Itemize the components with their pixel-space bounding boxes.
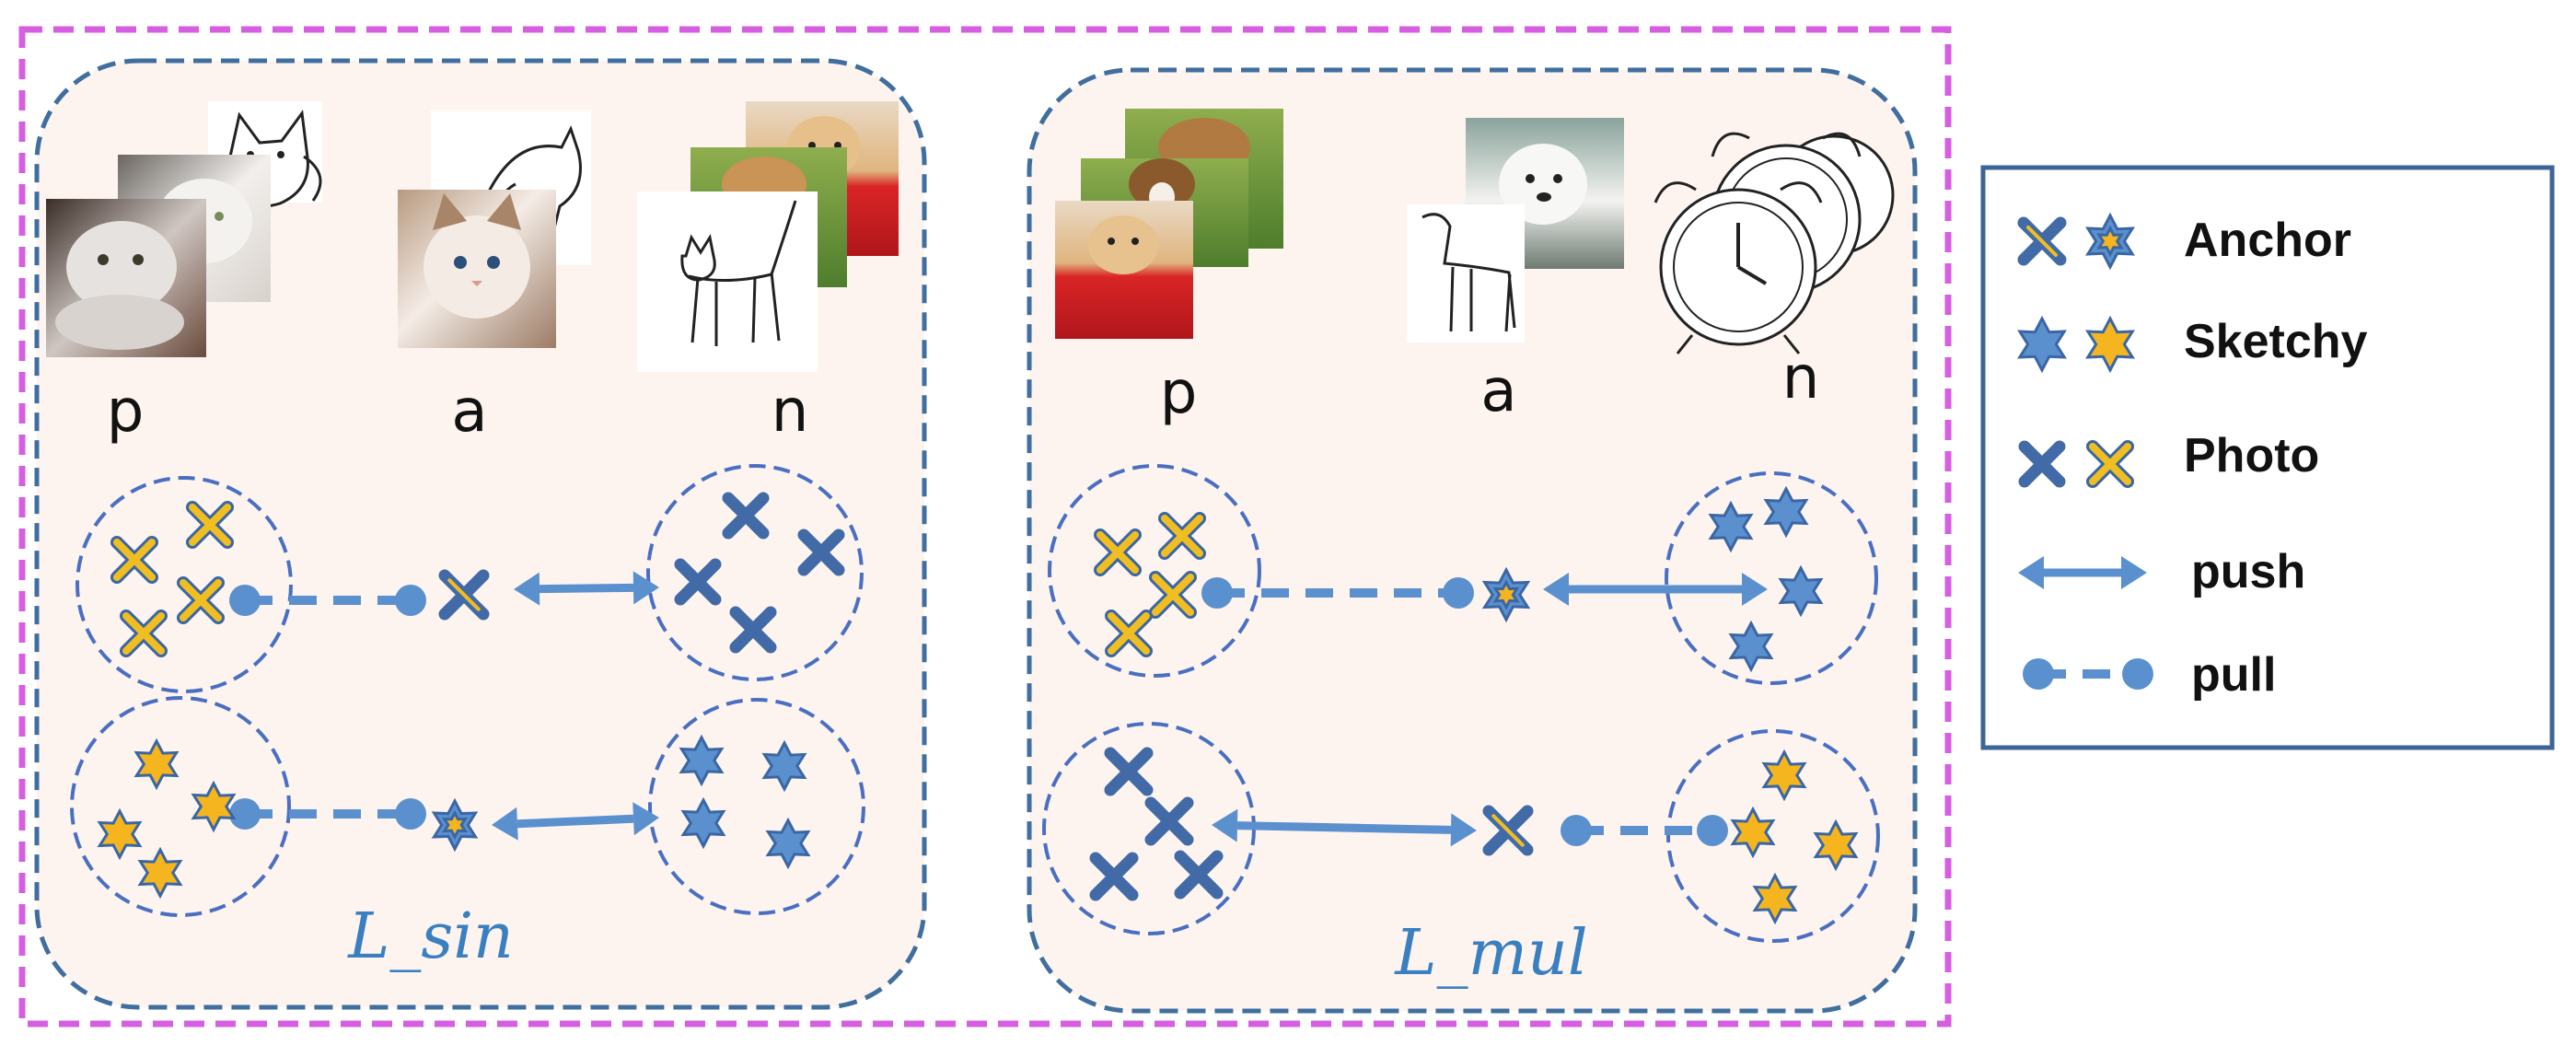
negative-label: n bbox=[1782, 344, 1820, 412]
push-connector bbox=[2018, 556, 2147, 589]
negative-photo-cross bbox=[729, 606, 777, 654]
positive-sketchy-star bbox=[97, 807, 143, 861]
legend-label-sketchy: Sketchy bbox=[2184, 315, 2368, 368]
negative-sketchy-star bbox=[679, 734, 725, 787]
anchor-image-stack-dog bbox=[1407, 118, 1624, 343]
negative-sketchy-star bbox=[1708, 500, 1754, 553]
negative-label: n bbox=[772, 377, 809, 446]
push-connector bbox=[492, 802, 659, 841]
pull-connector bbox=[1201, 577, 1474, 609]
negative-photo-cross bbox=[674, 558, 722, 606]
photo-ragdoll-cat bbox=[398, 190, 556, 348]
positive-image-stack-dog bbox=[1055, 109, 1283, 339]
positive-sketchy-star bbox=[137, 846, 183, 900]
negative-sketchy-star-yellow bbox=[1761, 749, 1807, 802]
positive-photo-cross-dark bbox=[1089, 852, 1139, 901]
negative-photo-cross bbox=[797, 528, 845, 576]
connector-layer bbox=[229, 571, 1768, 847]
cluster-positive-photos bbox=[1048, 464, 1261, 678]
anchor-star-inner bbox=[441, 809, 469, 841]
anchor-star-inner bbox=[1492, 579, 1520, 610]
negative-sketchy-star bbox=[1728, 620, 1774, 673]
cluster-negative-sketches-yellow bbox=[1666, 729, 1880, 943]
negative-sketchy-star bbox=[680, 796, 726, 850]
outer-frame bbox=[18, 26, 1952, 1028]
positive-label: p bbox=[1160, 359, 1198, 427]
anchor-image-stack-cat bbox=[398, 110, 591, 348]
anchor-cross bbox=[1482, 805, 1534, 856]
anchor-star bbox=[1481, 566, 1531, 623]
positive-photo-cross-dark bbox=[1144, 796, 1194, 846]
legend-sketchy-blue-star bbox=[2017, 315, 2067, 374]
anchor-star bbox=[2085, 212, 2135, 271]
positive-sketchy-star bbox=[133, 737, 180, 791]
pull-connector bbox=[229, 585, 426, 616]
loss-label-multi: L_mul bbox=[1393, 917, 1587, 990]
positive-photo-cross bbox=[177, 576, 225, 624]
photo-cat bbox=[46, 199, 206, 357]
negative-sketchy-star-yellow bbox=[1813, 819, 1859, 872]
positive-photo-cross bbox=[120, 610, 168, 657]
positive-photo-cross-dark bbox=[1174, 850, 1224, 900]
cluster-layer bbox=[70, 464, 1880, 943]
anchor-star bbox=[431, 797, 479, 853]
legend-sketchy-yellow-star bbox=[2085, 315, 2135, 374]
legend-photo-dark-cross bbox=[2018, 440, 2066, 488]
legend-label-push: push bbox=[2191, 545, 2305, 598]
pull-connector bbox=[229, 798, 426, 830]
symbol-layer bbox=[97, 485, 1859, 925]
sketch-standing-cat bbox=[637, 192, 818, 372]
negative-sketchy-star bbox=[1763, 485, 1809, 539]
pull-connector bbox=[1561, 815, 1728, 846]
legend-photo-yellow-cross bbox=[2086, 440, 2134, 488]
pull-connector bbox=[2023, 658, 2153, 690]
negative-photo-cross bbox=[722, 492, 770, 540]
negative-sketchy-star-yellow bbox=[1730, 806, 1776, 859]
anchor-cross bbox=[438, 569, 490, 621]
positive-label: p bbox=[107, 377, 145, 446]
push-connector bbox=[514, 571, 659, 606]
loss-label-single: L_sin bbox=[346, 900, 514, 973]
cluster-negative-sketches bbox=[648, 698, 865, 915]
sketch-alarm-clock bbox=[1654, 181, 1823, 354]
cluster-negative-photos bbox=[646, 464, 864, 681]
positive-photo-cross bbox=[110, 536, 158, 584]
cluster-positive-sketches bbox=[70, 696, 291, 917]
sketch-dog bbox=[1407, 204, 1525, 343]
cluster-positive-photos bbox=[75, 476, 293, 693]
positive-photo-cross bbox=[1105, 610, 1153, 657]
positive-photo-cross-dark bbox=[1104, 747, 1154, 796]
push-connector bbox=[1543, 573, 1768, 606]
photo-puppy-red bbox=[1055, 201, 1193, 339]
legend-box bbox=[1980, 165, 2555, 750]
negative-image-stack-dog bbox=[637, 101, 899, 372]
anchor-star-inner bbox=[2096, 225, 2124, 258]
positive-photo-cross bbox=[186, 501, 234, 549]
negative-sketchy-star bbox=[765, 817, 811, 870]
positive-photo-cross bbox=[1149, 571, 1197, 619]
positive-photo-cross bbox=[1094, 528, 1142, 576]
anchor-label: a bbox=[1480, 357, 1516, 425]
positive-photo-cross bbox=[1158, 512, 1206, 560]
negative-sketchy-star-yellow bbox=[1752, 872, 1798, 925]
legend-label-photo: Photo bbox=[2184, 429, 2319, 482]
legend-label-pull: pull bbox=[2191, 648, 2276, 702]
positive-image-stack-cat bbox=[46, 101, 322, 357]
negative-sketchy-star bbox=[761, 739, 807, 793]
push-connector bbox=[1212, 808, 1477, 847]
anchor-label: a bbox=[451, 377, 487, 446]
cluster-negative-sketches bbox=[1665, 471, 1878, 685]
negative-sketchy-star bbox=[1778, 564, 1824, 618]
anchor-cross bbox=[2017, 216, 2067, 266]
positive-sketchy-star bbox=[191, 780, 237, 833]
negative-image-stack-clock bbox=[1654, 132, 1895, 354]
legend-label-anchor: Anchor bbox=[2184, 214, 2351, 267]
legend-icons bbox=[2017, 212, 2153, 690]
